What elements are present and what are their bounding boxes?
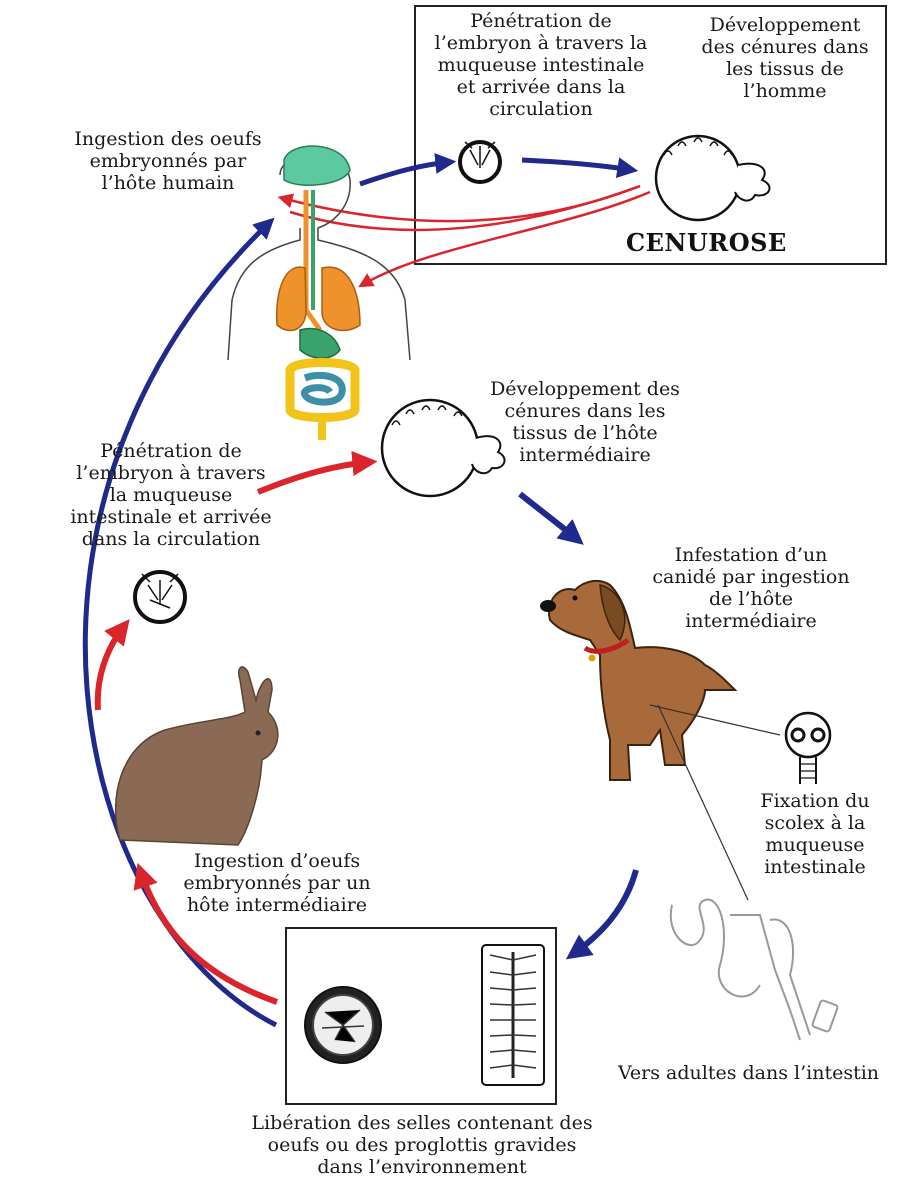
scolex-icon	[786, 713, 830, 784]
cyst-to-dog-arrow	[520, 494, 578, 540]
label-adult-worms: Vers adultes dans l’intestin	[596, 1062, 901, 1084]
rabbit-to-embryo-arrow	[98, 625, 125, 710]
label-cenurose: CENUROSE	[626, 228, 787, 257]
worms-pointer-line	[658, 705, 748, 900]
egg-icon	[305, 987, 381, 1063]
egg-icon	[135, 572, 185, 622]
proglottid-icon	[482, 945, 544, 1085]
dog-to-environment-arrow	[572, 870, 636, 955]
tapeworm-icon	[671, 900, 838, 1040]
egg-icon	[460, 142, 500, 182]
cyst-to-lung-arrow	[362, 192, 650, 285]
embryo-to-cenurose-arrow	[522, 160, 632, 170]
cyst-icon	[656, 136, 769, 220]
human-to-embryo-arrow	[360, 162, 450, 184]
rabbit-icon	[116, 667, 278, 845]
